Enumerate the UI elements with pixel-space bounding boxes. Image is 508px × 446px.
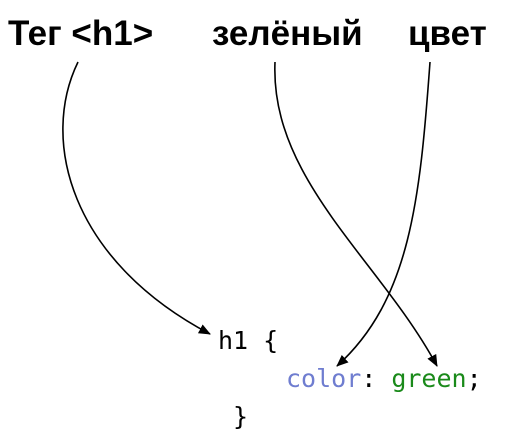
css-selector: h1	[218, 326, 248, 355]
css-value: green	[391, 364, 466, 393]
css-property: color	[286, 364, 361, 393]
css-close-brace: }	[233, 402, 248, 431]
css-open-brace: {	[263, 326, 278, 355]
tag-label: Тег <h1>	[8, 14, 153, 53]
color-value-label: зелёный	[212, 14, 363, 53]
property-label: цвет	[408, 14, 487, 53]
color-value-to-value-arrow	[274, 61, 438, 367]
tag-to-selector-arrow	[62, 61, 211, 335]
code-line-selector: h1 {	[218, 326, 278, 355]
property-to-property-arrow	[336, 61, 431, 367]
code-line-declaration: color: green;	[286, 364, 482, 393]
css-colon: :	[361, 364, 376, 393]
css-semicolon: ;	[467, 364, 482, 393]
